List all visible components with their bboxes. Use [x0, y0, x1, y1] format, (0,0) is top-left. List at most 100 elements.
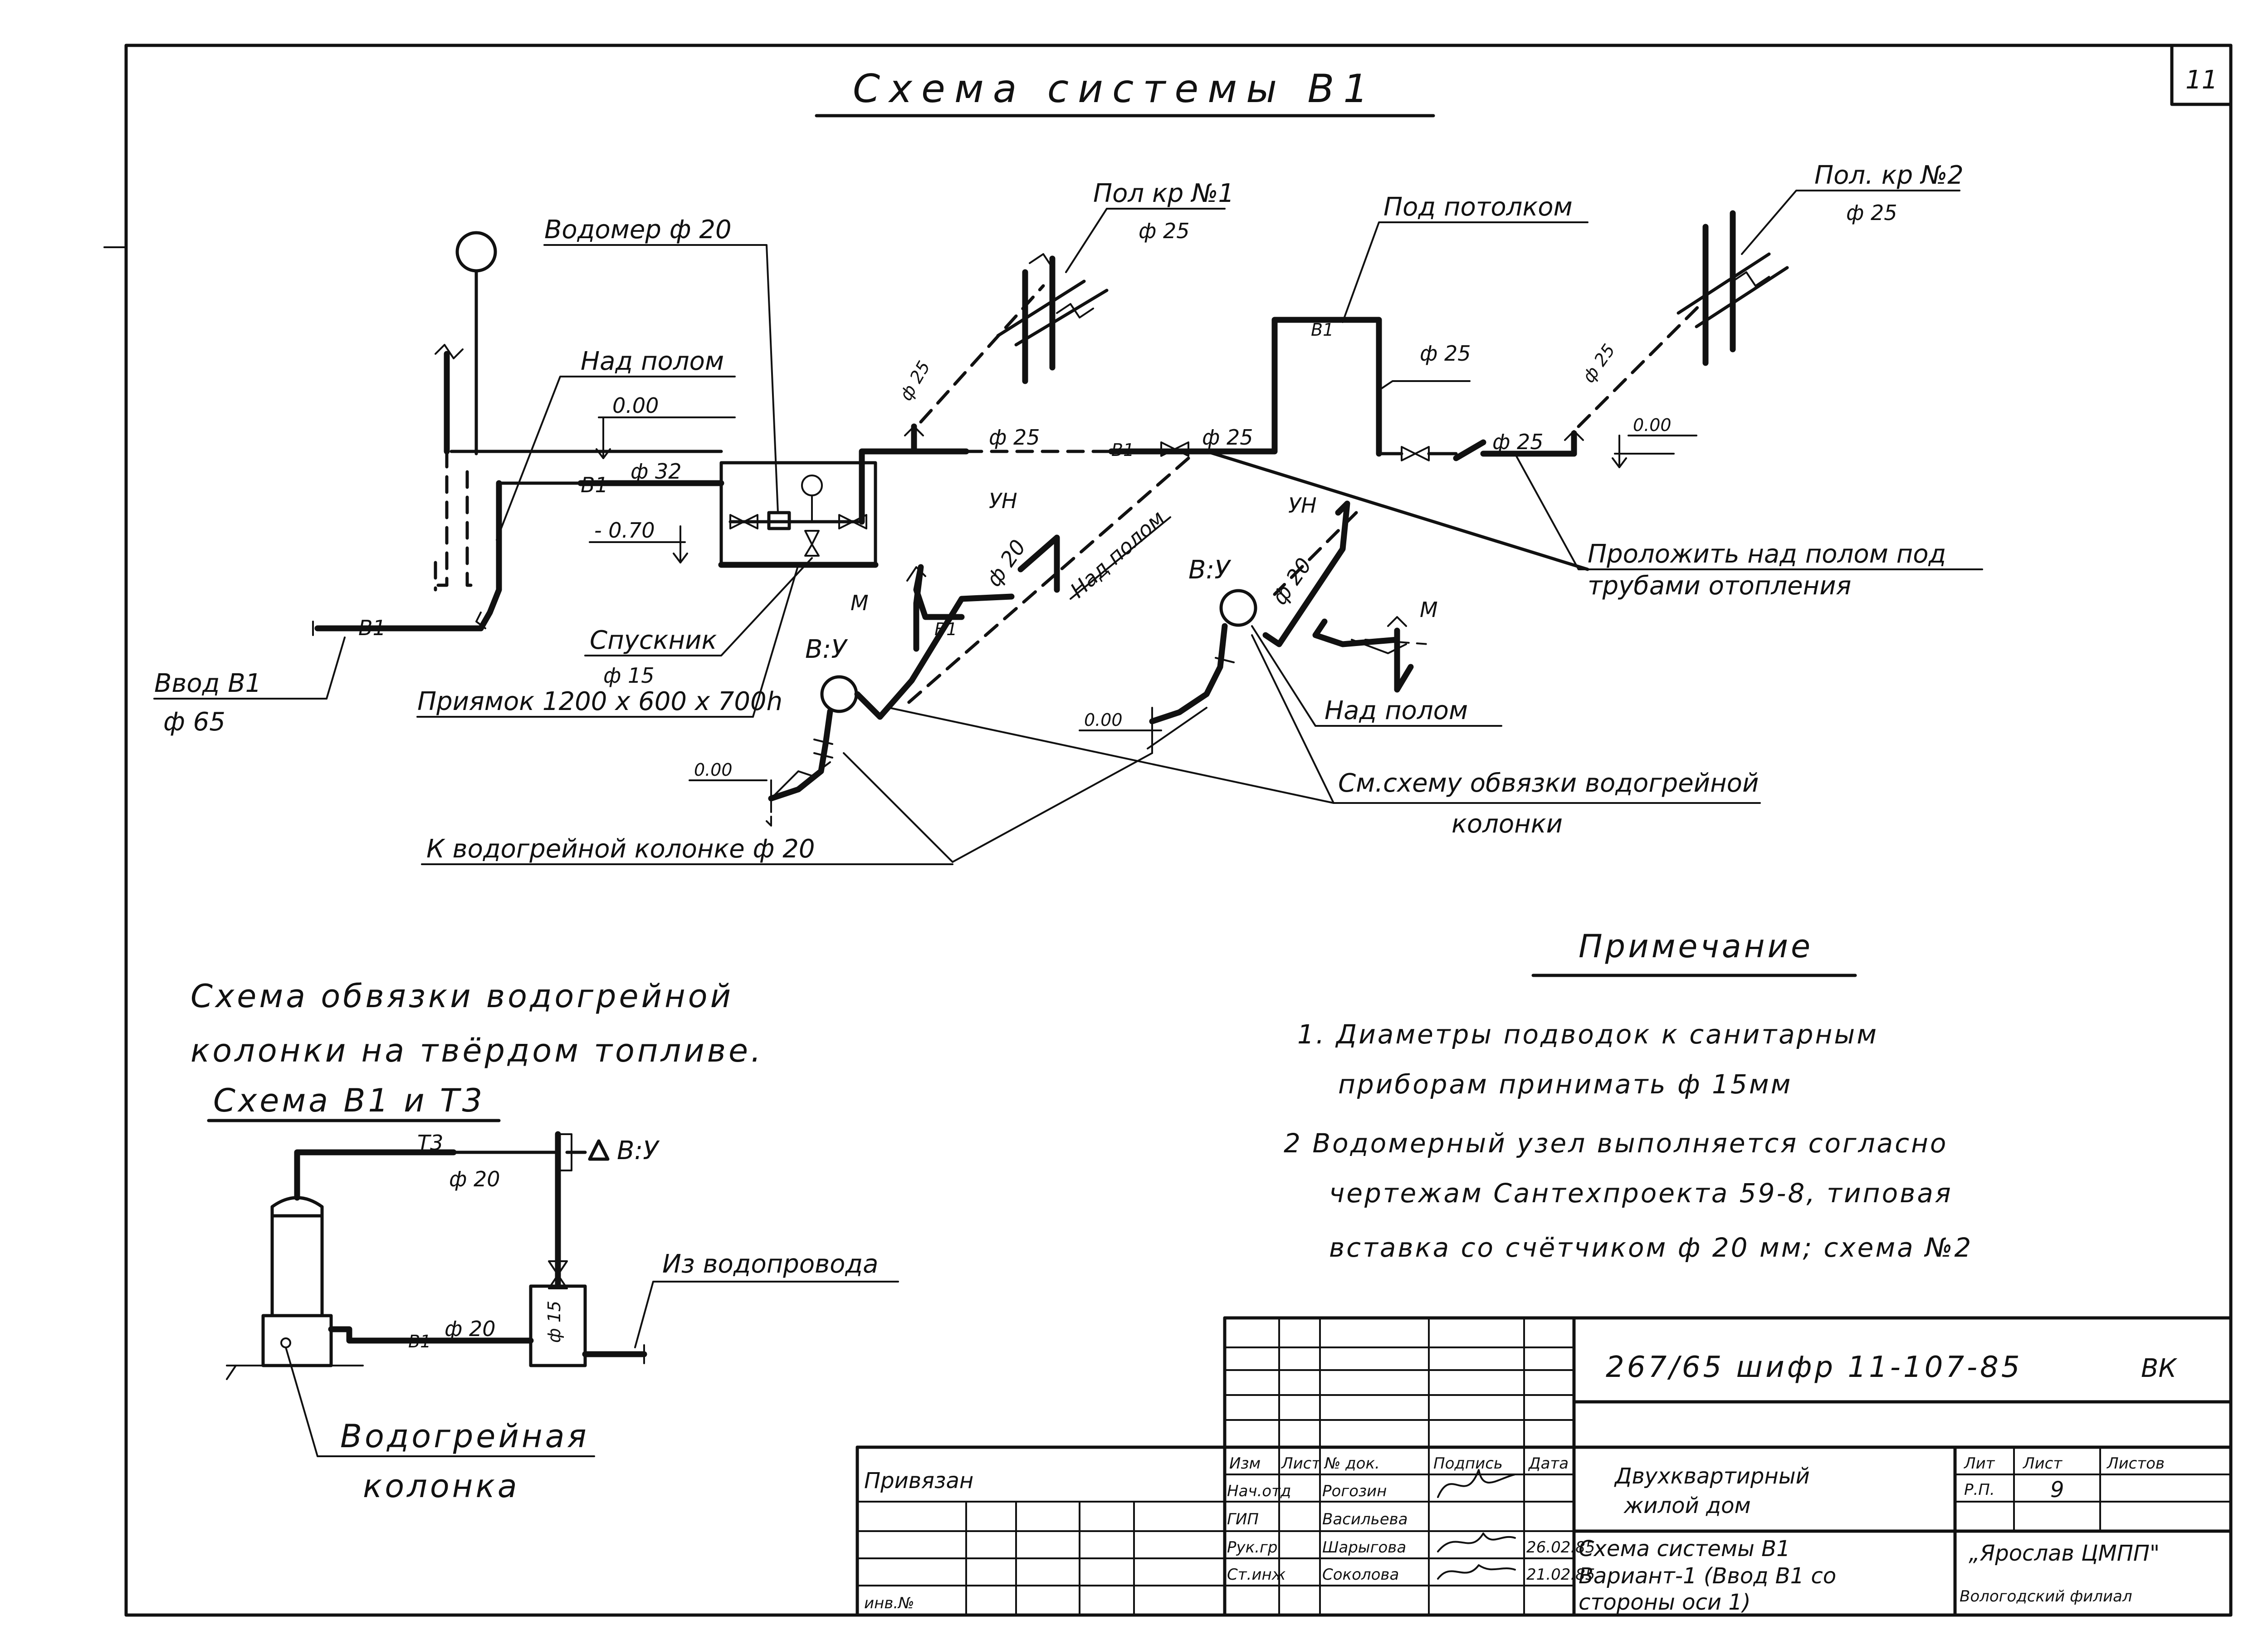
sub-label-vodogr-1: Водогрейная: [340, 1418, 589, 1455]
tb-object-2: жилой дом: [1623, 1493, 1751, 1518]
label-m-1: М: [850, 591, 869, 615]
priyamok-pit: [719, 461, 877, 567]
label-vvod: Ввод В1: [154, 669, 261, 698]
label-d15: ф 15: [603, 663, 654, 688]
tb-col-data: Дата: [1528, 1454, 1569, 1473]
sub-label-bu: В:У: [617, 1136, 660, 1165]
heater-symbol-2: [1219, 589, 1257, 627]
tb-r3-date: 26.02.85: [1526, 1538, 1595, 1557]
sub-label-phi20-a: ф 20: [449, 1167, 500, 1191]
tb-h-listov: Листов: [2106, 1454, 2165, 1473]
tb-code: 267/65 шифр 11-107-85: [1606, 1351, 2023, 1384]
title-block: Привязан инв.№ 267/65 шифр 11-107-85 ВК …: [855, 1316, 2233, 1617]
label-pod-potolkom: Под потолком: [1383, 192, 1573, 222]
label-nad-polom-2: Над полом: [1066, 505, 1169, 602]
label-phi25-h2: ф 25: [1202, 425, 1253, 450]
heater-connection-scheme: Схема обвязки водогрейной колонки на твё…: [191, 978, 899, 1505]
label-d65: ф 65: [163, 707, 225, 737]
tb-drawing-3: стороны оси 1): [1579, 1590, 1751, 1615]
scheme-title-text: Схема системы В1: [853, 66, 1377, 112]
sub-title-3: Схема В1 и Т3: [213, 1082, 485, 1119]
label-level-000-b: 0.00: [1633, 415, 1672, 435]
gauge-symbol: [455, 231, 497, 273]
heater-column: [270, 1214, 324, 1317]
label-pol-kr-1: Пол кр №1: [1093, 179, 1234, 208]
page-number: 11: [2185, 65, 2218, 95]
label-b1-inlet: В1: [358, 616, 386, 640]
label-prolozhit-1: Проложить над полом под: [1588, 539, 1946, 569]
sub-label-vodogr-2: колонка: [363, 1468, 520, 1505]
tb-col-list: Лист: [1281, 1454, 1321, 1473]
heater-symbol-1: [820, 675, 858, 713]
tb-privyazan: Привязан: [864, 1468, 973, 1493]
note-line-3: 2 Водомерный узел выполняется согласно: [1284, 1128, 1948, 1159]
tb-r2-role: ГИП: [1227, 1510, 1259, 1528]
sub-label-b1: В1: [408, 1332, 431, 1351]
label-level-000-a: 0.00: [612, 393, 659, 418]
b1-scheme-diagram: В1 В1 Над полом 0.00 ф 32 - 0.70 Водомер…: [153, 161, 1983, 865]
sub-label-t3: Т3: [417, 1131, 443, 1155]
label-d25-a: ф 25: [1139, 219, 1189, 243]
tb-col-izm: Изм: [1229, 1454, 1261, 1473]
sub-label-phi20-b: ф 20: [445, 1317, 495, 1341]
sheet-frame: 11: [103, 44, 2233, 1617]
tb-r3-role: Рук.гр: [1227, 1538, 1277, 1557]
sub-label-iz-vodoprovoda: Из водопровода: [662, 1249, 878, 1279]
label-sm-skhemu-2: колонки: [1452, 809, 1563, 839]
tb-org-2: Вологодский филиал: [1960, 1587, 2132, 1606]
sub-title-1: Схема обвязки водогрейной: [191, 978, 733, 1015]
tb-h-list: Лист: [2022, 1454, 2063, 1473]
notes-heading: Примечание: [1579, 928, 1813, 965]
note-line-4: чертежам Сантехпроекта 59-8, типовая: [1329, 1178, 1953, 1209]
label-phi25-h3: ф 25: [1492, 430, 1543, 454]
tb-v-lit: Р.П.: [1964, 1481, 1995, 1499]
tb-r4-role: Ст.инж: [1227, 1566, 1286, 1584]
note-line-1: 1. Диаметры подводок к санитарным: [1297, 1019, 1878, 1050]
note-line-2: приборам принимать ф 15мм: [1338, 1069, 1792, 1100]
label-bu-1: В:У: [805, 635, 848, 664]
sub-title-2: колонки на твёрдом топливе.: [191, 1032, 763, 1069]
tb-inv: инв.№: [864, 1594, 914, 1612]
tb-r2-name: Васильева: [1322, 1510, 1408, 1528]
label-phi25-riser2: ф 25: [1420, 341, 1471, 366]
tb-r3-name: Шарыгова: [1322, 1538, 1406, 1557]
label-b1-h2: В1: [1111, 440, 1134, 460]
page-number-box: [2170, 44, 2233, 106]
tb-r4-date: 21.02.85: [1526, 1566, 1595, 1584]
label-phi25-riser1: ф 25: [896, 357, 934, 404]
label-phi25-h1: ф 25: [989, 425, 1040, 450]
sub-box: [529, 1284, 587, 1367]
tb-col-ndok: № док.: [1324, 1454, 1380, 1473]
label-d25-b: ф 25: [1846, 201, 1897, 225]
tb-r4-name: Соколова: [1322, 1566, 1399, 1584]
tb-v-list: 9: [2050, 1477, 2064, 1503]
label-level-000-c: 0.00: [694, 760, 733, 780]
tb-section: ВК: [2141, 1354, 2177, 1383]
label-un-2: УН: [1288, 493, 1317, 518]
label-b1-ceiling: В1: [1311, 320, 1334, 340]
tb-h-lit: Лит: [1963, 1454, 1995, 1473]
notes-block: Примечание 1. Диаметры подводок к санита…: [1284, 928, 1973, 1263]
label-prolozhit-2: трубами отопления: [1588, 571, 1851, 601]
label-spusknik: Спускник: [590, 626, 717, 655]
label-vodomer: Водомер ф 20: [544, 215, 732, 245]
tb-org-1: „Ярослав ЦМПП": [1969, 1541, 2160, 1566]
label-k-vodogr: К водогрейной колонке ф 20: [426, 834, 815, 864]
label-pol-kr-2: Пол. кр №2: [1814, 161, 1964, 190]
label-phi20-1: ф 20: [981, 535, 1031, 591]
vodomer-meter: [767, 511, 791, 530]
label-b1-horizontal: В1: [581, 473, 608, 497]
signatures: [1437, 1469, 1516, 1580]
label-un-1: УН: [989, 489, 1017, 513]
label-level-070: - 0.70: [594, 518, 655, 543]
note-line-5: вставка со счётчиком ф 20 мм; схема №2: [1329, 1232, 1973, 1263]
label-level-000-d: 0.00: [1084, 710, 1123, 730]
label-nad-polom-3: Над полом: [1325, 696, 1468, 725]
label-nad-polom-1: Над полом: [581, 347, 724, 376]
label-bu-2: В:У: [1188, 555, 1232, 585]
sub-label-phi15: ф 15: [544, 1301, 564, 1343]
tb-r1-name: Рогозин: [1322, 1482, 1387, 1500]
tb-drawing-1: Схема системы В1: [1579, 1536, 1790, 1562]
tb-col-podpis: Подпись: [1433, 1454, 1503, 1473]
label-priyamok: Приямок 1200 х 600 х 700h: [417, 687, 782, 716]
